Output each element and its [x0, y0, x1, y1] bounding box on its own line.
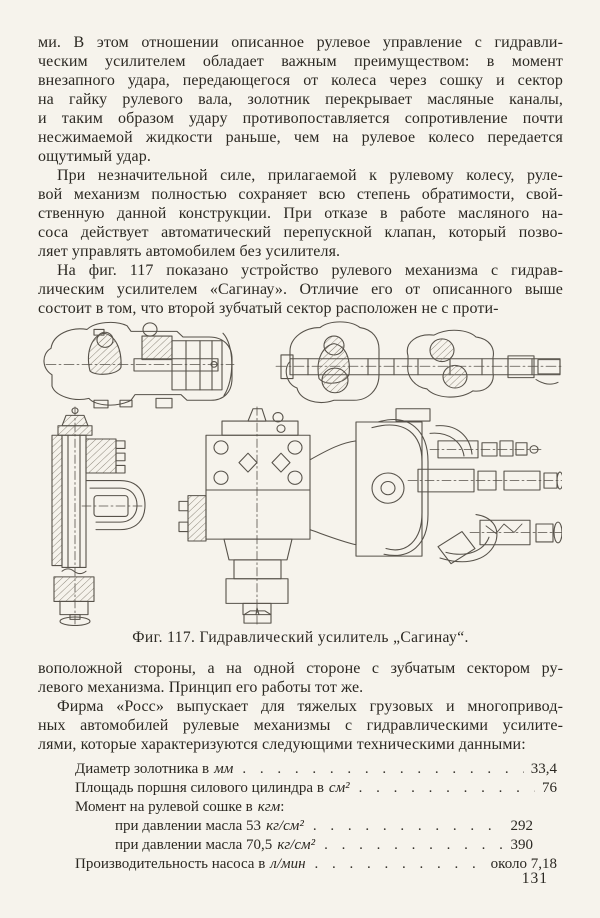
paragraph: ми. В этом отношении описанное рулевое у…	[38, 33, 563, 166]
dot-leader	[359, 779, 535, 798]
spec-row: при давлении масла 70,5кг/см² 390	[115, 836, 533, 855]
dot-leader	[313, 817, 504, 836]
text-line: При незначительной силе, прилагаемой к р…	[57, 167, 563, 184]
spec-unit: л/мин	[270, 856, 306, 872]
text-line: воположной стороны, а на одной стороне с…	[38, 660, 563, 677]
text-line: несжимаемой жидкости раньше, чем на руле…	[38, 129, 563, 146]
spec-row: Диаметр золотника вмм 33,4	[75, 760, 557, 779]
text-line: ческим усилителем обладает важным преиму…	[38, 53, 563, 70]
view-bottom-center	[178, 406, 311, 625]
spec-unit: кг/см²	[277, 837, 316, 853]
text-line: Фирма «Росс» выпускает для тяжелых грузо…	[57, 698, 563, 715]
text-line: вой механизм полностью сохраняет всю сте…	[38, 186, 563, 203]
paragraph: На фиг. 117 показано устройство рулевого…	[38, 261, 563, 318]
text-line: состоит в том, что второй зубчатый секто…	[38, 300, 499, 317]
spec-value: 292	[510, 818, 534, 834]
spec-unit: кг/см²	[266, 818, 304, 834]
page-number: 131	[521, 870, 548, 887]
text-line: ственную данной конструкции. При отказе …	[38, 205, 563, 222]
spec-value: 390	[510, 837, 534, 853]
text-line: соса действует автоматический перепускно…	[38, 224, 563, 241]
figure	[38, 320, 563, 626]
spec-value: около 7,18	[490, 856, 557, 872]
dot-leader	[315, 855, 484, 874]
text-line: На фиг. 117 показано устройство рулевого…	[57, 262, 563, 279]
text-line: ощутимый удар.	[38, 148, 151, 165]
text-line: и таким образом удару противопоставляетс…	[38, 110, 563, 127]
view-top-left	[43, 321, 235, 409]
paragraph: воположной стороны, а на одной стороне с…	[38, 659, 563, 697]
text-line: ляет управлять автомобилем без усилителя…	[38, 243, 341, 260]
figure-illustration	[43, 321, 562, 626]
spec-unit: кгм	[257, 799, 281, 815]
view-top-right	[275, 321, 562, 403]
text-line: на гайку рулевого вала, золотник перекры…	[38, 91, 563, 108]
text-line: ми. В этом отношении описанное рулевое у…	[38, 34, 563, 51]
view-bottom-right	[309, 408, 562, 565]
spec-unit: мм	[214, 761, 234, 777]
text-line: ных автомобилей рулевые механизмы с гидр…	[38, 717, 563, 734]
view-bottom-left	[51, 406, 146, 626]
dot-leader	[324, 836, 503, 855]
spec-unit: см²	[328, 780, 350, 796]
figure-caption: Фиг. 117. Гидравлический усилитель „Саги…	[132, 629, 469, 646]
text-line: левого механизма. Принцип его работы тот…	[38, 679, 364, 696]
spec-value: 33,4	[530, 761, 557, 777]
specs-list: Диаметр золотника вмм 33,4 Площадь поршн…	[75, 760, 557, 874]
paragraph: При незначительной силе, прилагаемой к р…	[38, 166, 563, 261]
paragraph: Фирма «Росс» выпускает для тяжелых грузо…	[38, 697, 563, 754]
dot-leader	[242, 760, 523, 779]
text-line: внезапного удара, передающегося от колес…	[38, 72, 563, 89]
spec-value: 76	[542, 780, 557, 796]
text-line: лическим усилителем «Сагинау». Отличие е…	[38, 281, 563, 298]
text-line: лями, которые характеризуются следующими…	[38, 736, 526, 753]
spec-row: Производительность насоса вл/мин около 7…	[75, 855, 557, 874]
